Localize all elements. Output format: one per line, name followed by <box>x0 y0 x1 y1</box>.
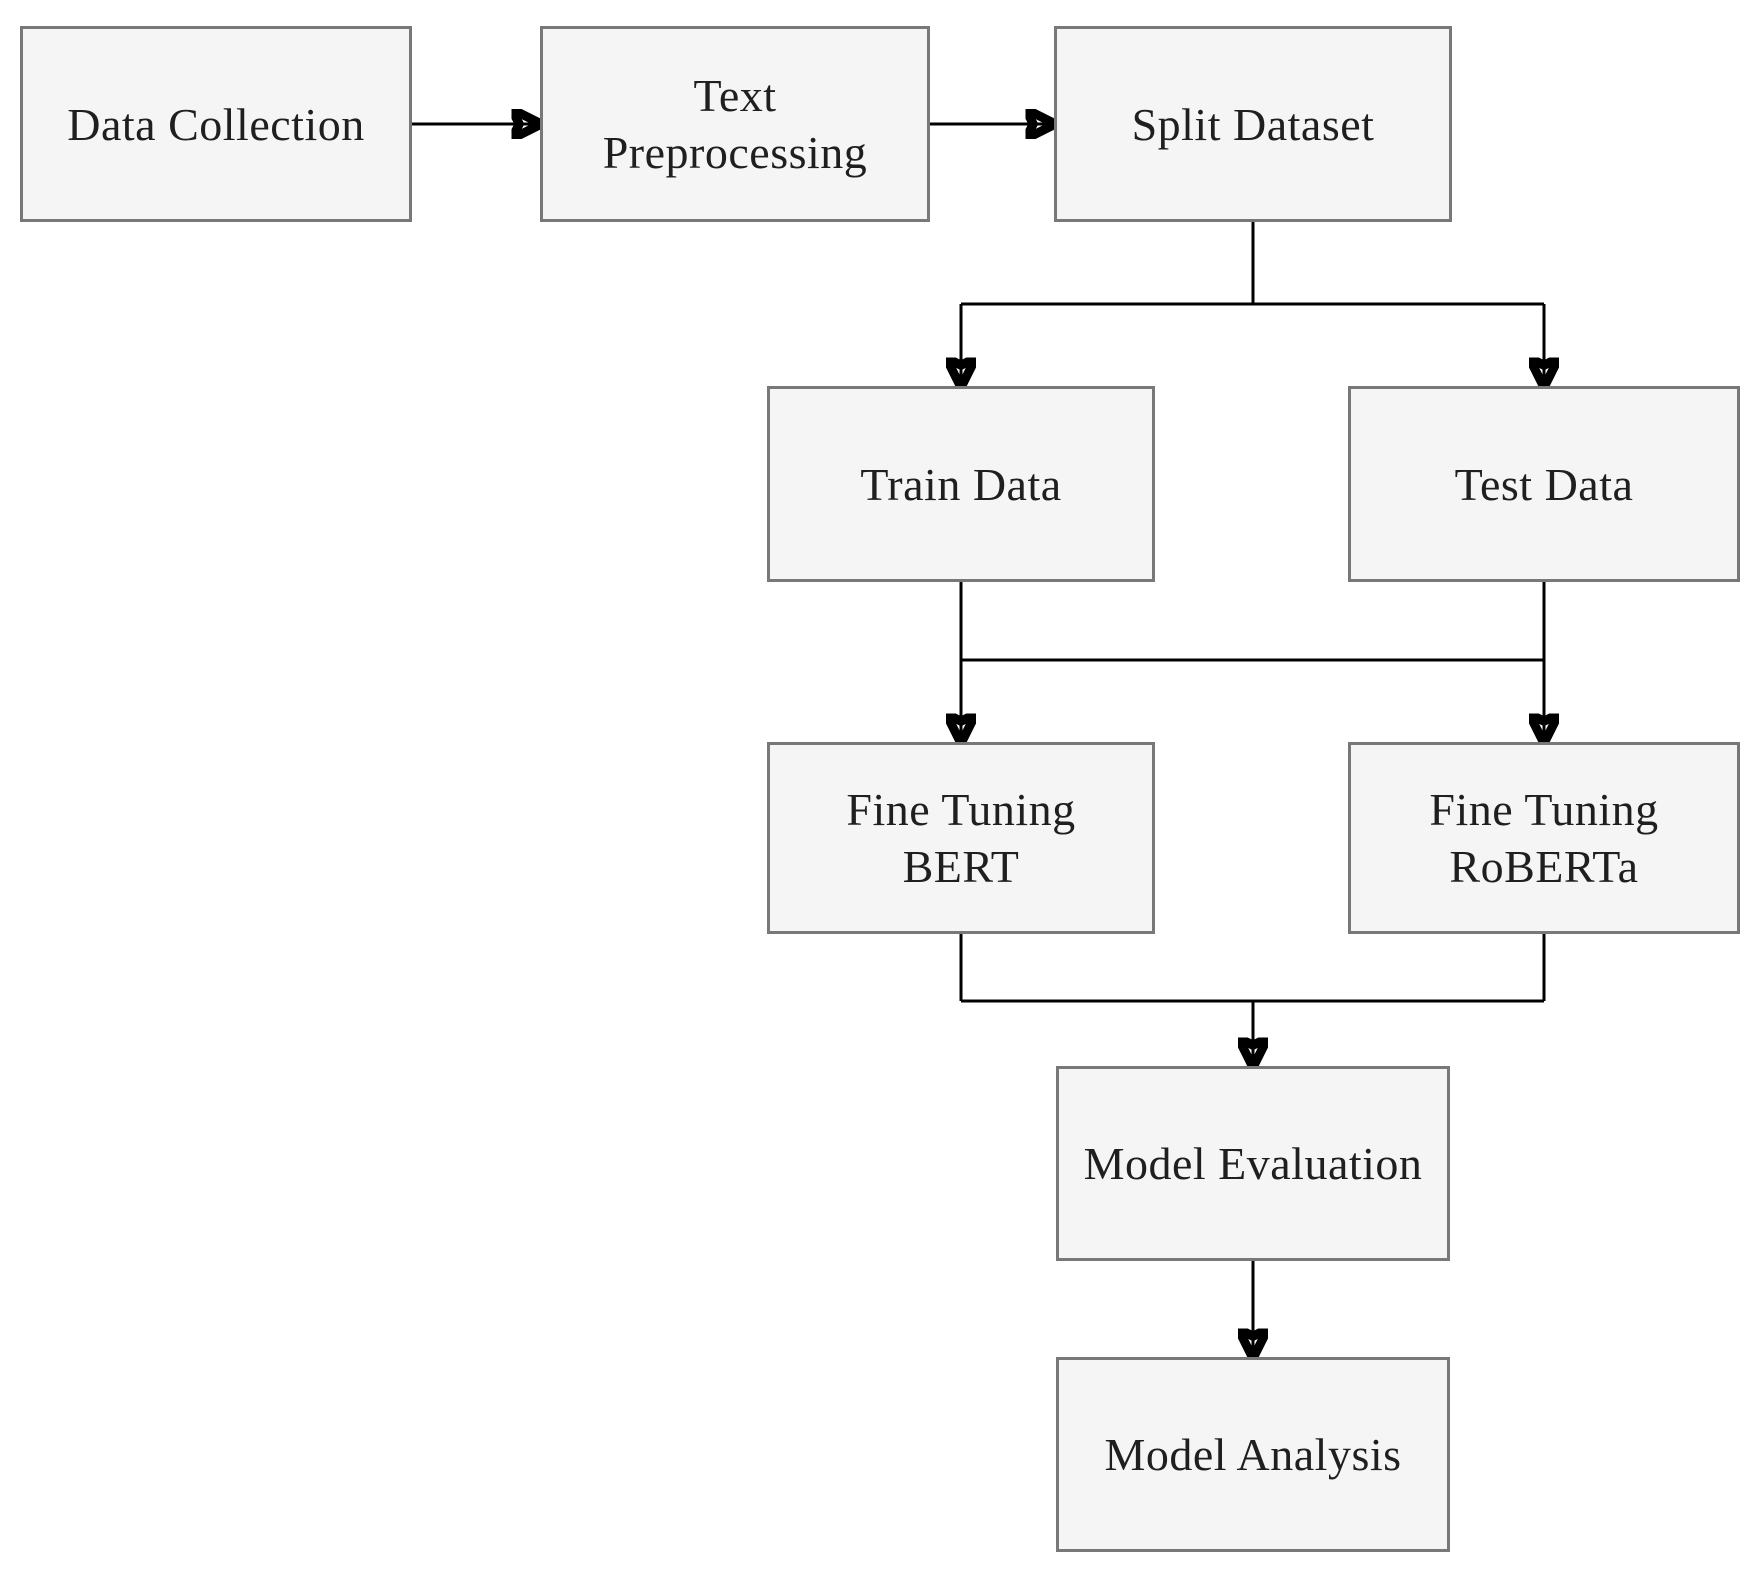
node-data-collection: Data Collection <box>20 26 412 222</box>
node-text-preprocessing: Text Preprocessing <box>540 26 930 222</box>
node-label: Split Dataset <box>1131 98 1375 150</box>
node-label: Text Preprocessing <box>602 70 868 178</box>
node-label: Data Collection <box>67 98 365 150</box>
node-fine-tuning-roberta: Fine Tuning RoBERTa <box>1348 742 1740 934</box>
node-label: Train Data <box>860 458 1062 510</box>
node-label: Model Evaluation <box>1083 1138 1423 1189</box>
node-label: Test Data <box>1454 458 1634 510</box>
node-label: Model Analysis <box>1104 1429 1402 1480</box>
node-model-analysis: Model Analysis <box>1056 1357 1450 1552</box>
node-fine-tuning-bert: Fine Tuning BERT <box>767 742 1155 934</box>
node-label: Fine Tuning BERT <box>846 784 1076 892</box>
node-train-data: Train Data <box>767 386 1155 582</box>
node-label: Fine Tuning RoBERTa <box>1429 784 1659 892</box>
node-split-dataset: Split Dataset <box>1054 26 1452 222</box>
node-test-data: Test Data <box>1348 386 1740 582</box>
node-model-evaluation: Model Evaluation <box>1056 1066 1450 1261</box>
